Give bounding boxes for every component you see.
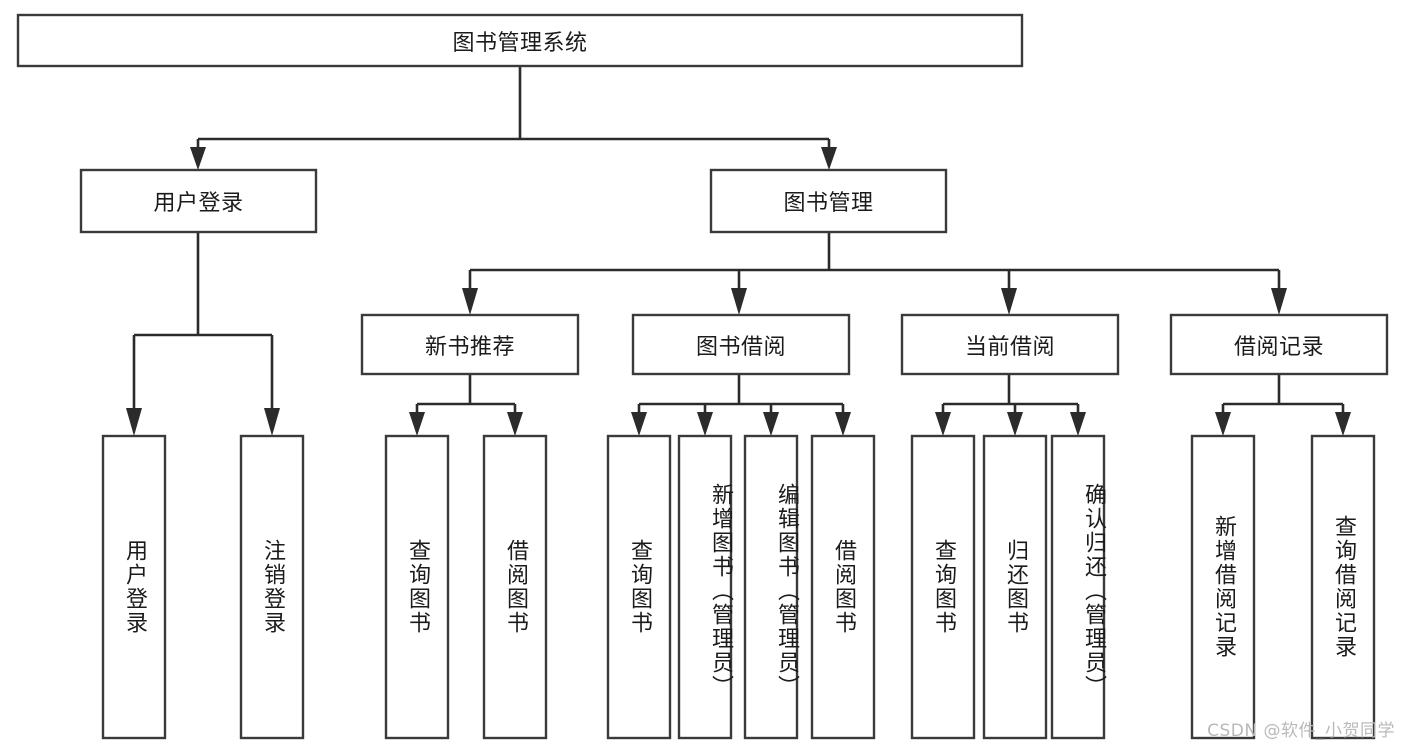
- node-box-leaf-confirm-return[interactable]: [1050, 434, 1106, 740]
- arrow-to-leaf-query-book-cb: [935, 412, 951, 436]
- node-box-leaf-add-record[interactable]: [1190, 434, 1256, 740]
- node-box-user-login[interactable]: [79, 168, 318, 234]
- arrow-to-borrow-record: [1271, 288, 1287, 315]
- arrow-to-leaf-query-book-rec: [409, 412, 425, 436]
- arrow-to-user-login: [190, 147, 206, 170]
- connector-newbookrec-bus: [415, 374, 517, 412]
- node-box-leaf-borrow-book-bb[interactable]: [810, 434, 876, 740]
- arrow-to-leaf-logout: [264, 408, 280, 436]
- arrow-to-leaf-confirm-return: [1070, 412, 1086, 436]
- arrow-to-leaf-edit-book: [763, 412, 779, 436]
- connector-bookborrow-bus: [637, 374, 845, 412]
- connector-root-bus: [196, 66, 831, 158]
- node-box-leaf-query-book-rec[interactable]: [384, 434, 450, 740]
- node-box-book-borrow[interactable]: [631, 313, 851, 376]
- arrow-to-book-manage: [821, 147, 837, 170]
- arrow-to-leaf-borrow-book-rec: [507, 412, 523, 436]
- connector-userlogin-bus: [132, 232, 274, 408]
- node-box-leaf-query-book-bb[interactable]: [606, 434, 672, 740]
- boxes-layer: [16, 13, 1389, 740]
- node-box-leaf-query-record[interactable]: [1310, 434, 1376, 740]
- arrow-to-book-borrow: [731, 288, 747, 315]
- node-box-leaf-query-book-cb[interactable]: [910, 434, 976, 740]
- node-box-leaf-logout[interactable]: [239, 434, 305, 740]
- connector-currentborrow-bus: [941, 374, 1080, 412]
- arrow-to-leaf-add-record: [1215, 412, 1231, 436]
- node-box-leaf-user-login[interactable]: [101, 434, 167, 740]
- connector-bookmanage-bus: [468, 232, 1281, 288]
- node-box-new-book-rec[interactable]: [360, 313, 580, 376]
- node-box-leaf-return-book[interactable]: [982, 434, 1048, 740]
- arrow-to-leaf-borrow-book-bb: [835, 412, 851, 436]
- node-box-root[interactable]: [16, 13, 1024, 68]
- connector-borrowrecord-bus: [1221, 374, 1345, 412]
- node-box-leaf-add-book[interactable]: [677, 434, 733, 740]
- node-box-leaf-borrow-book-rec[interactable]: [482, 434, 548, 740]
- arrow-to-current-borrow: [1001, 288, 1017, 315]
- connectors-layer: [126, 66, 1351, 436]
- arrow-to-leaf-query-record: [1335, 412, 1351, 436]
- arrow-to-leaf-user-login: [126, 408, 142, 436]
- arrow-to-leaf-add-book: [697, 412, 713, 436]
- node-box-leaf-edit-book[interactable]: [743, 434, 799, 740]
- node-box-book-manage[interactable]: [709, 168, 948, 234]
- arrow-to-leaf-query-book-bb: [631, 412, 647, 436]
- node-box-borrow-record[interactable]: [1169, 313, 1389, 376]
- arrow-to-leaf-return-book: [1007, 412, 1023, 436]
- arrow-to-new-book-rec: [462, 288, 478, 315]
- node-box-current-borrow[interactable]: [900, 313, 1120, 376]
